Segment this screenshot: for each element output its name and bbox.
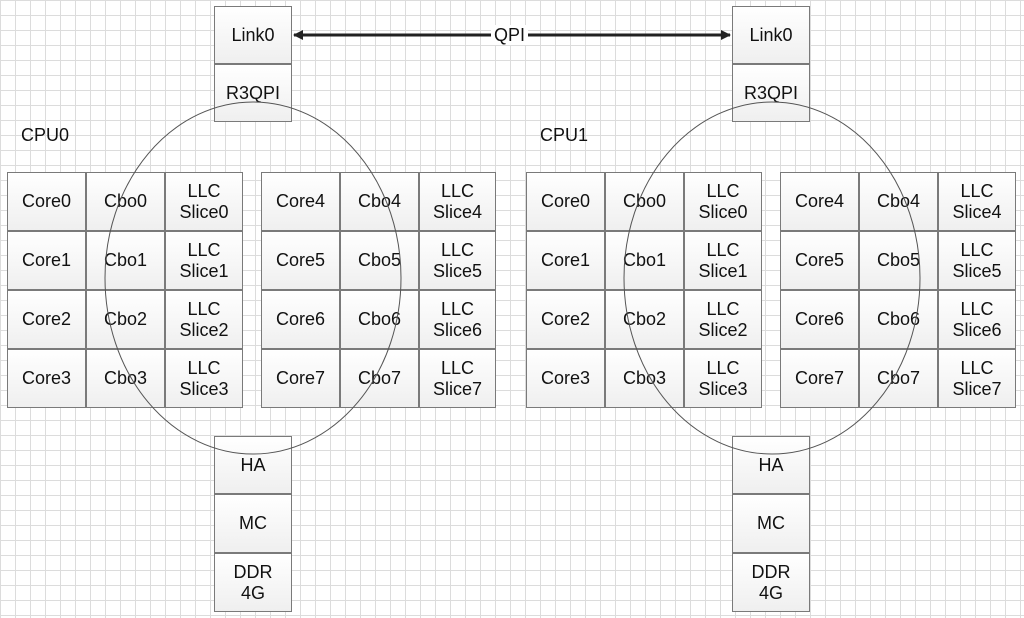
cpu0-llc-slice1: LLC Slice1 bbox=[165, 231, 243, 290]
cpu0-mc: MC bbox=[214, 494, 292, 553]
cpu1-llc-slice6: LLC Slice6 bbox=[938, 290, 1016, 349]
cpu0-core1: Core1 bbox=[7, 231, 86, 290]
cpu0-cbo4: Cbo4 bbox=[340, 172, 419, 231]
qpi-label: QPI bbox=[491, 25, 529, 45]
cpu0-ddr: DDR 4G bbox=[214, 553, 292, 612]
cpu0-llc-slice2: LLC Slice2 bbox=[165, 290, 243, 349]
cpu0-cbo2: Cbo2 bbox=[86, 290, 165, 349]
cpu1-core6: Core6 bbox=[780, 290, 859, 349]
cpu1-core1: Core1 bbox=[526, 231, 605, 290]
cpu0-cbo0: Cbo0 bbox=[86, 172, 165, 231]
cpu0-cbo5: Cbo5 bbox=[340, 231, 419, 290]
cpu0-llc-slice3: LLC Slice3 bbox=[165, 349, 243, 408]
cpu0-ha: HA bbox=[214, 436, 292, 494]
cpu1-core2: Core2 bbox=[526, 290, 605, 349]
cpu0-core2: Core2 bbox=[7, 290, 86, 349]
cpu1-llc-slice4: LLC Slice4 bbox=[938, 172, 1016, 231]
cpu1-cbo7: Cbo7 bbox=[859, 349, 938, 408]
cpu0-link0: Link0 bbox=[214, 6, 292, 64]
cpu1-llc-slice5: LLC Slice5 bbox=[938, 231, 1016, 290]
cpu1-cbo2: Cbo2 bbox=[605, 290, 684, 349]
cpu1-core3: Core3 bbox=[526, 349, 605, 408]
cpu1-link0: Link0 bbox=[732, 6, 810, 64]
cpu0-core0: Core0 bbox=[7, 172, 86, 231]
cpu1-llc-slice1: LLC Slice1 bbox=[684, 231, 762, 290]
cpu1-mc: MC bbox=[732, 494, 810, 553]
cpu1-cbo5: Cbo5 bbox=[859, 231, 938, 290]
cpu0-llc-slice4: LLC Slice4 bbox=[419, 172, 496, 231]
cpu1-cbo6: Cbo6 bbox=[859, 290, 938, 349]
cpu0-r3qpi: R3QPI bbox=[214, 64, 292, 122]
cpu0-core3: Core3 bbox=[7, 349, 86, 408]
cpu1-core5: Core5 bbox=[780, 231, 859, 290]
cpu1-cbo4: Cbo4 bbox=[859, 172, 938, 231]
cpu0-llc-slice7: LLC Slice7 bbox=[419, 349, 496, 408]
cpu1-llc-slice7: LLC Slice7 bbox=[938, 349, 1016, 408]
cpu0-core7: Core7 bbox=[261, 349, 340, 408]
cpu0-llc-slice5: LLC Slice5 bbox=[419, 231, 496, 290]
cpu1-cbo0: Cbo0 bbox=[605, 172, 684, 231]
cpu1-cbo3: Cbo3 bbox=[605, 349, 684, 408]
cpu0-label: CPU0 bbox=[21, 125, 70, 145]
cpu0-llc-slice0: LLC Slice0 bbox=[165, 172, 243, 231]
cpu1-llc-slice2: LLC Slice2 bbox=[684, 290, 762, 349]
cpu0-core6: Core6 bbox=[261, 290, 340, 349]
cpu0-core5: Core5 bbox=[261, 231, 340, 290]
cpu1-core4: Core4 bbox=[780, 172, 859, 231]
cpu1-llc-slice0: LLC Slice0 bbox=[684, 172, 762, 231]
cpu0-cbo1: Cbo1 bbox=[86, 231, 165, 290]
cpu1-core0: Core0 bbox=[526, 172, 605, 231]
cpu0-cbo7: Cbo7 bbox=[340, 349, 419, 408]
cpu0-cbo6: Cbo6 bbox=[340, 290, 419, 349]
cpu1-ha: HA bbox=[732, 436, 810, 494]
cpu0-cbo3: Cbo3 bbox=[86, 349, 165, 408]
cpu1-cbo1: Cbo1 bbox=[605, 231, 684, 290]
cpu1-ddr: DDR 4G bbox=[732, 553, 810, 612]
cpu1-r3qpi: R3QPI bbox=[732, 64, 810, 122]
cpu1-label: CPU1 bbox=[540, 125, 589, 145]
cpu0-core4: Core4 bbox=[261, 172, 340, 231]
cpu1-llc-slice3: LLC Slice3 bbox=[684, 349, 762, 408]
cpu1-core7: Core7 bbox=[780, 349, 859, 408]
cpu0-llc-slice6: LLC Slice6 bbox=[419, 290, 496, 349]
